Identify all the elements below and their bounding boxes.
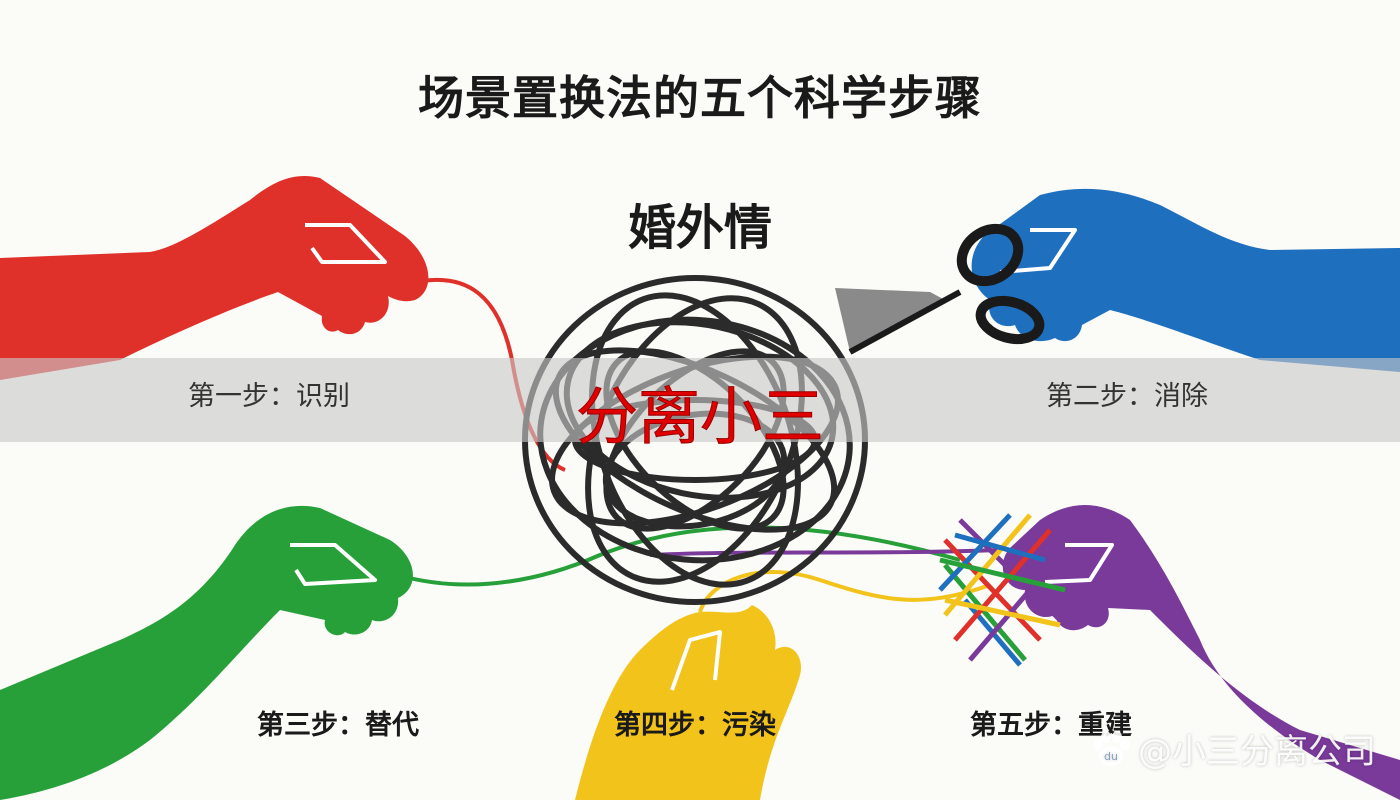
- logo-text: du: [1104, 750, 1118, 763]
- woven-mesh: [938, 513, 1066, 667]
- blue-hand: [971, 188, 1400, 372]
- step-3-label: 第三步：替代: [257, 710, 419, 741]
- scissors-icon: [835, 223, 1045, 355]
- green-hand: [0, 505, 413, 800]
- yellow-thread: [698, 570, 991, 613]
- step-1-label: 第一步：识别: [188, 381, 350, 412]
- step-4-label: 第四步：污染: [614, 710, 776, 741]
- step-2-label: 第二步：消除: [1046, 381, 1208, 412]
- purple-thread: [649, 548, 1001, 557]
- page-title: 场景置换法的五个科学步骤: [418, 71, 982, 125]
- watermark: du @小三分离公司: [1090, 724, 1376, 773]
- overlay-text: 分离小三: [575, 380, 824, 454]
- gray-overlay-band: [0, 358, 1400, 442]
- paw-logo-icon: du: [1090, 729, 1132, 769]
- center-label: 婚外情: [627, 200, 772, 256]
- yellow-hand: [575, 605, 801, 800]
- watermark-text: @小三分离公司: [1138, 732, 1376, 772]
- purple-hand: [1002, 505, 1400, 800]
- red-hand: [0, 176, 429, 380]
